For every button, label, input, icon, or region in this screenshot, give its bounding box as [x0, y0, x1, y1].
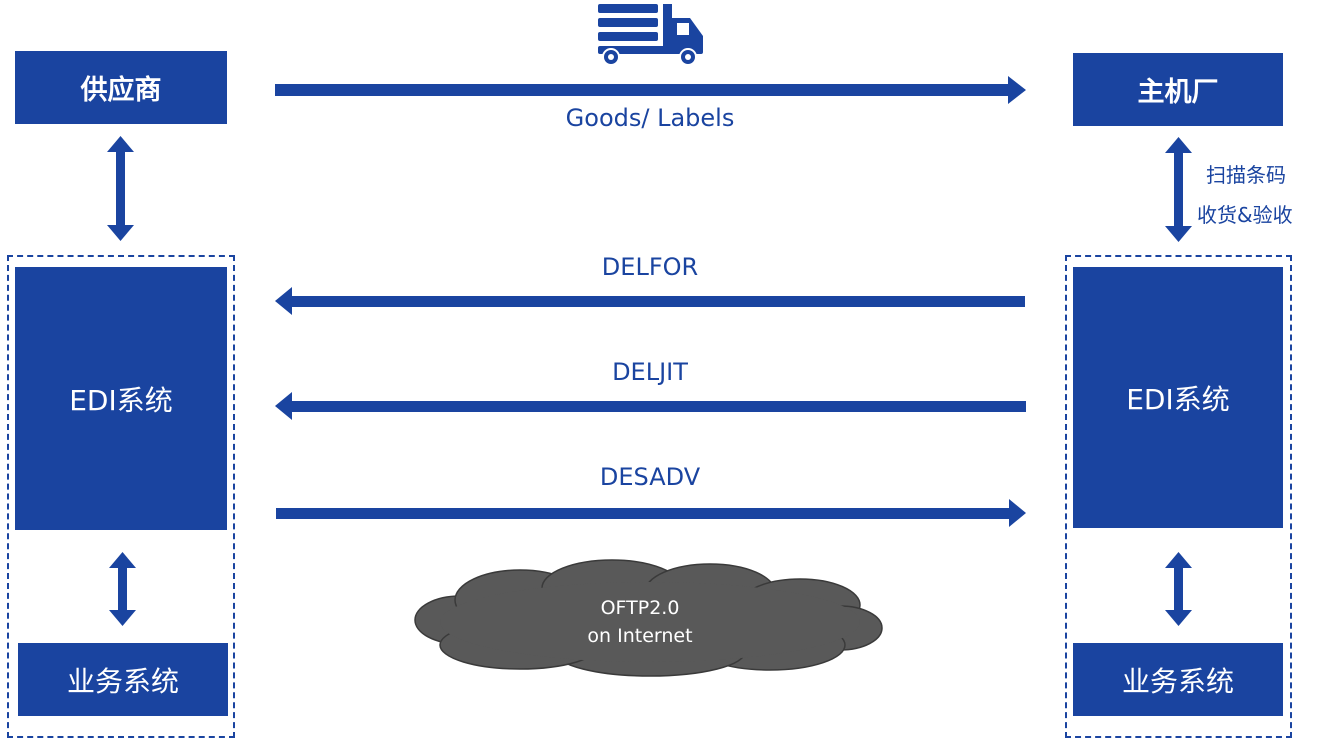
supplier-edi-box: EDI系统	[15, 267, 227, 530]
delfor-arrow	[275, 287, 1025, 315]
oem-business-label: 业务系统	[1121, 664, 1234, 698]
delfor-label: DELFOR	[601, 253, 699, 281]
truck-icon	[598, 4, 703, 66]
oem-business-box: 业务系统	[1073, 643, 1283, 716]
desadv-label: DESADV	[599, 463, 701, 491]
supplier-business-label: 业务系统	[66, 664, 179, 698]
oem-title: 主机厂	[1137, 77, 1219, 108]
oem-top-double-arrow	[1165, 137, 1192, 242]
network-label: OFTP2.0 on Internet	[540, 594, 740, 650]
cloud-shape	[414, 559, 883, 677]
oem-bottom-double-arrow	[1165, 552, 1192, 626]
network-transport: on Internet	[587, 625, 693, 647]
supplier-box: 供应商	[15, 51, 227, 124]
supplier-title: 供应商	[80, 75, 162, 106]
supplier-edi-label: EDI系统	[69, 383, 173, 417]
goods-arrow	[275, 76, 1026, 104]
supplier-business-box: 业务系统	[18, 643, 228, 716]
oem-box: 主机厂	[1073, 53, 1283, 126]
network-protocol: OFTP2.0	[600, 597, 680, 619]
scan-barcode-label: 扫描条码	[1206, 163, 1286, 187]
oem-container	[1065, 255, 1292, 738]
oem-edi-box: EDI系统	[1073, 267, 1283, 528]
deljit-label: DELJIT	[612, 358, 688, 386]
desadv-arrow	[276, 499, 1026, 527]
goods-labels-text: Goods/ Labels	[565, 104, 735, 132]
oem-edi-label: EDI系统	[1126, 382, 1230, 416]
supplier-container	[7, 255, 235, 738]
supplier-top-double-arrow	[107, 136, 134, 241]
supplier-bottom-double-arrow	[109, 552, 136, 626]
deljit-arrow	[275, 392, 1026, 420]
receive-inspect-label: 收货&验收	[1197, 203, 1293, 227]
